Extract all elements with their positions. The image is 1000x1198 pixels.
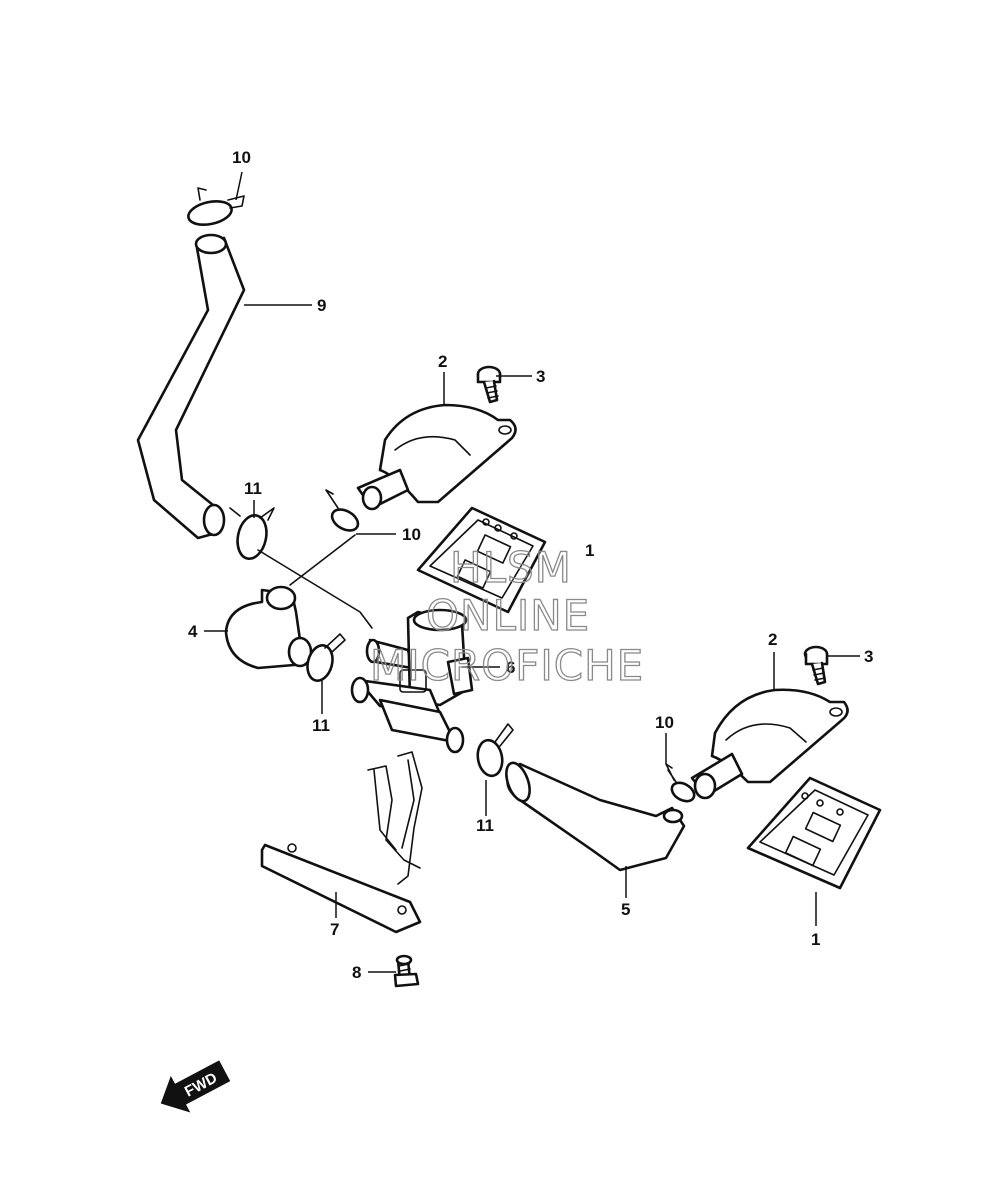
elbow-hose-part-4 [224, 585, 313, 670]
watermark: HLSM ONLINE MICROFICHE [369, 542, 644, 690]
watermark-line-2: ONLINE [426, 591, 590, 640]
hose-part-5 [505, 761, 686, 872]
hose-clip-part-10-right [665, 763, 696, 803]
callout-11-middle: 11 [476, 816, 494, 835]
hose-part-9 [136, 233, 246, 540]
hose-clip-part-11-middle [476, 723, 514, 778]
callout-10-right: 10 [655, 713, 674, 732]
callout-11-upper: 11 [244, 479, 262, 498]
callout-7: 7 [330, 920, 339, 939]
watermark-line-1: HLSM [450, 543, 572, 592]
bolt-part-3-lower [803, 645, 829, 686]
callout-5: 5 [621, 900, 630, 919]
callout-10-top: 10 [232, 148, 251, 167]
forward-direction-arrow: FWD [160, 1060, 231, 1113]
callout-3-upper: 3 [536, 367, 545, 386]
callout-11-lower: 11 [312, 716, 330, 735]
callout-6: 6 [506, 658, 515, 677]
callout-2-upper: 2 [438, 352, 447, 371]
hose-clip-part-10-top [187, 187, 245, 226]
callout-9: 9 [317, 296, 326, 315]
callout-3-lower: 3 [864, 647, 873, 666]
reed-valve-part-1-lower [746, 776, 882, 890]
bracket-part-7 [260, 751, 423, 934]
hose-clip-part-11-upper [229, 507, 275, 561]
bolt-part-8 [393, 954, 420, 988]
reed-valve-cover-part-2-upper [356, 403, 517, 511]
callout-4: 4 [188, 622, 198, 641]
callout-8: 8 [352, 963, 361, 982]
pair-valve-part-6 [350, 608, 474, 754]
callout-2-lower: 2 [768, 630, 777, 649]
reed-valve-cover-part-2-lower [690, 688, 849, 800]
callout-1-upper: 1 [585, 541, 594, 560]
bolt-part-3-upper [476, 365, 502, 404]
hose-clip-part-11-lower [306, 633, 346, 682]
callout-1-lower: 1 [811, 930, 820, 949]
callout-10-middle: 10 [402, 525, 421, 544]
watermark-line-3: MICROFICHE [370, 641, 644, 690]
reed-valve-part-1-upper [416, 506, 547, 614]
leader-lines [204, 171, 860, 973]
hose-clip-part-10-middle [325, 489, 360, 532]
callout-labels: 10 9 2 3 11 10 1 4 6 11 2 3 10 11 7 5 1 … [188, 148, 873, 982]
arrow-icon [160, 1060, 231, 1113]
